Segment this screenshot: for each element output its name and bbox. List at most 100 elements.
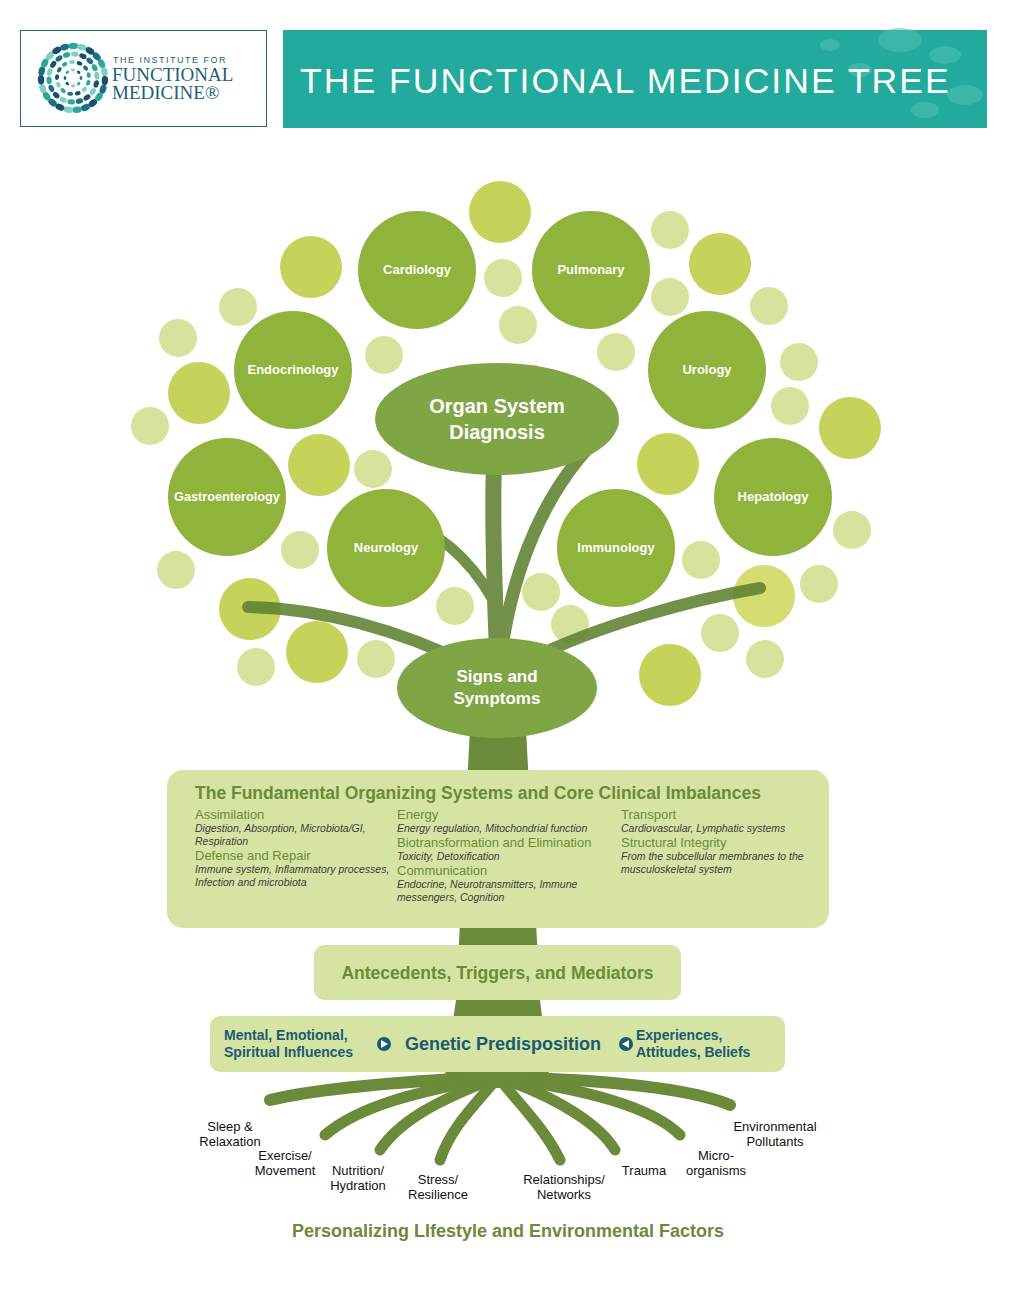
- branch-circle: Gastroenterology: [168, 438, 286, 556]
- logo-dot: [81, 86, 88, 93]
- info-band: Mental, Emotional, Spiritual Influences G…: [210, 1016, 785, 1072]
- system-name: Defense and Repair: [195, 848, 397, 863]
- logo-dot: [76, 70, 81, 75]
- logo-dot: [101, 76, 108, 86]
- info-band: The Fundamental Organizing Systems and C…: [167, 770, 829, 928]
- logo-dot: [61, 61, 68, 67]
- system-name: Structural Integrity: [621, 835, 817, 850]
- leaf-circle: [819, 397, 881, 459]
- logo-dot: [52, 91, 61, 100]
- leaf-circles: [131, 181, 881, 706]
- branch-circle: Pulmonary: [532, 211, 650, 329]
- logo-dot: [74, 90, 81, 96]
- logo-dot: [65, 70, 70, 75]
- logo-dot: [69, 60, 75, 64]
- logo-dot: [67, 91, 73, 96]
- logo-dot: [72, 106, 82, 114]
- leaf-circle: [522, 573, 560, 611]
- leaf-circle: [280, 236, 342, 298]
- root-label: Relationships/ Networks: [512, 1172, 616, 1202]
- root-label: Sleep & Relaxation: [188, 1119, 272, 1149]
- circle-label: Hepatology: [738, 489, 809, 505]
- logo-dot: [91, 63, 99, 72]
- branch-circle: Neurology: [327, 489, 445, 607]
- info-band: Antecedents, Triggers, and Mediators: [314, 945, 681, 1000]
- logo-dot: [54, 54, 63, 63]
- logo-dot: [59, 96, 68, 104]
- logo-dot: [69, 43, 78, 50]
- logo-overline: THE INSTITUTE FOR: [113, 55, 227, 65]
- band-center-label: Genetic Predisposition: [394, 1034, 612, 1055]
- arrow-symbol: [377, 1037, 391, 1051]
- logo-dot: [94, 91, 105, 102]
- logo-dot: [56, 66, 62, 73]
- leaf-circle: [682, 541, 720, 579]
- leaf-circle: [800, 565, 838, 603]
- leaf-circle: [365, 336, 403, 374]
- logo-dot: [76, 81, 81, 86]
- root-label: Nutrition/ Hydration: [318, 1163, 398, 1193]
- root-label: Environmental Pollutants: [722, 1119, 828, 1149]
- logo-dot: [63, 106, 73, 114]
- column: TransportCardiovascular, Lymphatic syste…: [621, 807, 817, 904]
- logo-dot: [60, 87, 67, 94]
- logo-dot: [80, 103, 91, 113]
- leaf-circle: [833, 511, 871, 549]
- logo-dot: [49, 60, 58, 69]
- logo-dot: [62, 51, 71, 58]
- root-label: Micro- organisms: [680, 1148, 752, 1178]
- logo-dot: [71, 85, 75, 88]
- logo-dot: [46, 68, 53, 77]
- logo-dot: [38, 66, 46, 77]
- leaf-circle: [168, 362, 230, 424]
- system-name: Biotransformation and Elimination: [397, 835, 621, 850]
- leaf-circle: [354, 450, 392, 488]
- leaf-circle: [651, 211, 689, 249]
- leaf-circle: [357, 640, 395, 678]
- leaf-circle: [597, 333, 635, 371]
- column-row: AssimilationDigestion, Absorption, Micro…: [195, 807, 813, 904]
- roots: [270, 1068, 730, 1160]
- column: AssimilationDigestion, Absorption, Micro…: [195, 807, 397, 904]
- leaf-circle: [159, 319, 197, 357]
- system-detail: Digestion, Absorption, Microbiota/GI, Re…: [195, 822, 397, 848]
- system-detail: Immune system, Inflammatory processes, I…: [195, 863, 397, 889]
- leaf-circle: [746, 640, 784, 678]
- root-label: Trauma: [612, 1163, 676, 1178]
- logo-dot: [76, 60, 83, 66]
- logo-dot: [82, 65, 89, 72]
- arrow-symbol: [381, 1040, 388, 1048]
- band-side-label: Mental, Emotional, Spiritual Influences: [224, 1027, 374, 1061]
- root-label: Exercise/ Movement: [243, 1148, 327, 1178]
- arrow-symbol: [622, 1040, 629, 1048]
- leaf-circle: [750, 287, 788, 325]
- leaf-circle: [219, 288, 257, 326]
- logo-name: FUNCTIONAL MEDICINE®: [112, 66, 252, 102]
- band-heading: Antecedents, Triggers, and Mediators: [341, 962, 653, 984]
- system-detail: Cardiovascular, Lymphatic systems: [621, 822, 817, 835]
- system-name: Assimilation: [195, 807, 397, 822]
- leaf-circle: [469, 181, 531, 243]
- logo-dot: [46, 76, 52, 84]
- logo-dot: [47, 84, 55, 93]
- branch-circle: Immunology: [557, 489, 675, 607]
- logo-dot: [78, 52, 87, 60]
- arrow-symbol: [619, 1037, 633, 1051]
- title: THE FUNCTIONAL MEDICINE TREE: [300, 60, 980, 102]
- leaf-circle: [499, 306, 537, 344]
- logo-dot: [55, 81, 61, 88]
- logo-dot: [55, 74, 59, 80]
- leaf-circle: [436, 587, 474, 625]
- system-name: Energy: [397, 807, 621, 822]
- logo-box: THE INSTITUTE FORFUNCTIONAL MEDICINE®: [20, 30, 267, 127]
- logo-dot: [71, 69, 75, 72]
- leaf-circle: [689, 233, 751, 295]
- logo-dot: [38, 83, 47, 94]
- leaf-circle: [281, 531, 319, 569]
- system-name: Transport: [621, 807, 817, 822]
- circle-label: Gastroenterology: [174, 489, 280, 505]
- logo-dot: [71, 51, 79, 57]
- leaf-circle: [237, 648, 275, 686]
- circle-label: Urology: [682, 362, 731, 378]
- branch-circle: Endocrinology: [234, 311, 352, 429]
